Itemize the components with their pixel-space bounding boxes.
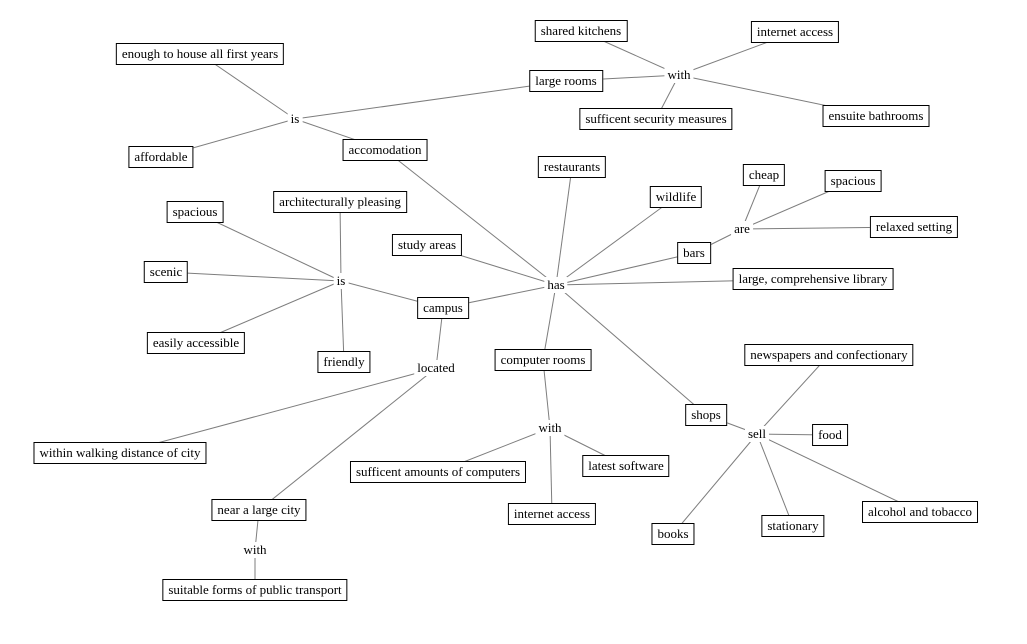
concept-node-alcohol-tobacco[interactable]: alcohol and tobacco [862, 501, 978, 523]
edge-has--restaurants [555, 166, 573, 286]
concept-node-within-walking[interactable]: within walking distance of city [33, 442, 207, 464]
concept-node-friendly[interactable]: friendly [317, 351, 371, 373]
concept-node-scenic[interactable]: scenic [143, 261, 189, 283]
link-label-is-campus[interactable]: is [333, 273, 349, 289]
concept-node-spacious-left[interactable]: spacious [166, 201, 224, 223]
link-label-has[interactable]: has [544, 277, 568, 293]
edge-sell--alcohol-tobacco [756, 433, 921, 513]
concept-node-computer-rooms[interactable]: computer rooms [494, 349, 592, 371]
concept-node-shops[interactable]: shops [685, 404, 727, 426]
edge-computer-rooms--with-computers [542, 359, 551, 429]
concept-node-affordable[interactable]: affordable [128, 146, 194, 168]
edge-has--computer-rooms [542, 284, 557, 361]
concept-node-large-rooms[interactable]: large rooms [529, 70, 603, 92]
link-label-with-top[interactable]: with [664, 67, 694, 83]
concept-node-suitable-transport[interactable]: suitable forms of public transport [162, 579, 348, 601]
edge-located--within-walking [119, 367, 437, 454]
concept-node-books[interactable]: books [651, 523, 695, 545]
concept-node-internet-access-bottom[interactable]: internet access [507, 503, 597, 525]
link-label-are[interactable]: are [731, 221, 753, 237]
link-label-sell[interactable]: sell [744, 426, 770, 442]
concept-node-campus[interactable]: campus [417, 297, 469, 319]
edge-accomodation--has [384, 149, 557, 286]
edge-is-campus--arch-pleasing [339, 201, 342, 282]
concept-node-wildlife[interactable]: wildlife [649, 186, 703, 208]
concept-node-near-large-city[interactable]: near a large city [211, 499, 307, 521]
concept-node-latest-software[interactable]: latest software [582, 455, 670, 477]
edge-has--shops [555, 284, 707, 416]
concept-node-easily-accessible[interactable]: easily accessible [146, 332, 246, 354]
concept-node-cheap[interactable]: cheap [742, 164, 786, 186]
edge-is-campus--friendly [340, 280, 345, 363]
concept-node-food[interactable]: food [812, 424, 848, 446]
edge-located--near-large-city [258, 367, 437, 511]
concept-node-library[interactable]: large, comprehensive library [732, 268, 894, 290]
concept-node-accomodation[interactable]: accomodation [342, 139, 428, 161]
edge-with-computers--internet-access-bottom [549, 427, 553, 515]
concept-node-newspapers[interactable]: newspapers and confectionary [744, 344, 914, 366]
edge-has--wildlife [555, 196, 677, 286]
concept-node-sufficent-computers[interactable]: sufficent amounts of computers [349, 461, 527, 483]
edge-sell--stationary [756, 433, 794, 527]
edge-sell--newspapers [756, 354, 830, 435]
link-label-is-accom[interactable]: is [287, 111, 303, 127]
link-label-with-computers[interactable]: with [535, 420, 565, 436]
concept-node-internet-access-top[interactable]: internet access [750, 21, 840, 43]
concept-node-relaxed-setting[interactable]: relaxed setting [869, 216, 959, 238]
edge-sell--books [672, 433, 758, 535]
edge-has--bars [555, 252, 695, 286]
link-label-with-city[interactable]: with [240, 542, 270, 558]
link-label-located[interactable]: located [414, 360, 458, 376]
edge-is-campus--spacious-left [194, 211, 342, 282]
concept-node-stationary[interactable]: stationary [761, 515, 825, 537]
edge-is-campus--scenic [165, 271, 342, 282]
concept-node-enough-first-years[interactable]: enough to house all first years [115, 43, 285, 65]
edge-is-accom--large-rooms [294, 80, 567, 120]
concept-node-ensuite-bathrooms[interactable]: ensuite bathrooms [822, 105, 930, 127]
concept-node-bars[interactable]: bars [677, 242, 711, 264]
concept-node-arch-pleasing[interactable]: architecturally pleasing [273, 191, 407, 213]
concept-node-restaurants[interactable]: restaurants [537, 156, 607, 178]
concept-node-shared-kitchens[interactable]: shared kitchens [534, 20, 628, 42]
concept-node-study-areas[interactable]: study areas [391, 234, 463, 256]
concept-node-sufficent-security[interactable]: sufficent security measures [579, 108, 733, 130]
concept-node-spacious-right[interactable]: spacious [824, 170, 882, 192]
